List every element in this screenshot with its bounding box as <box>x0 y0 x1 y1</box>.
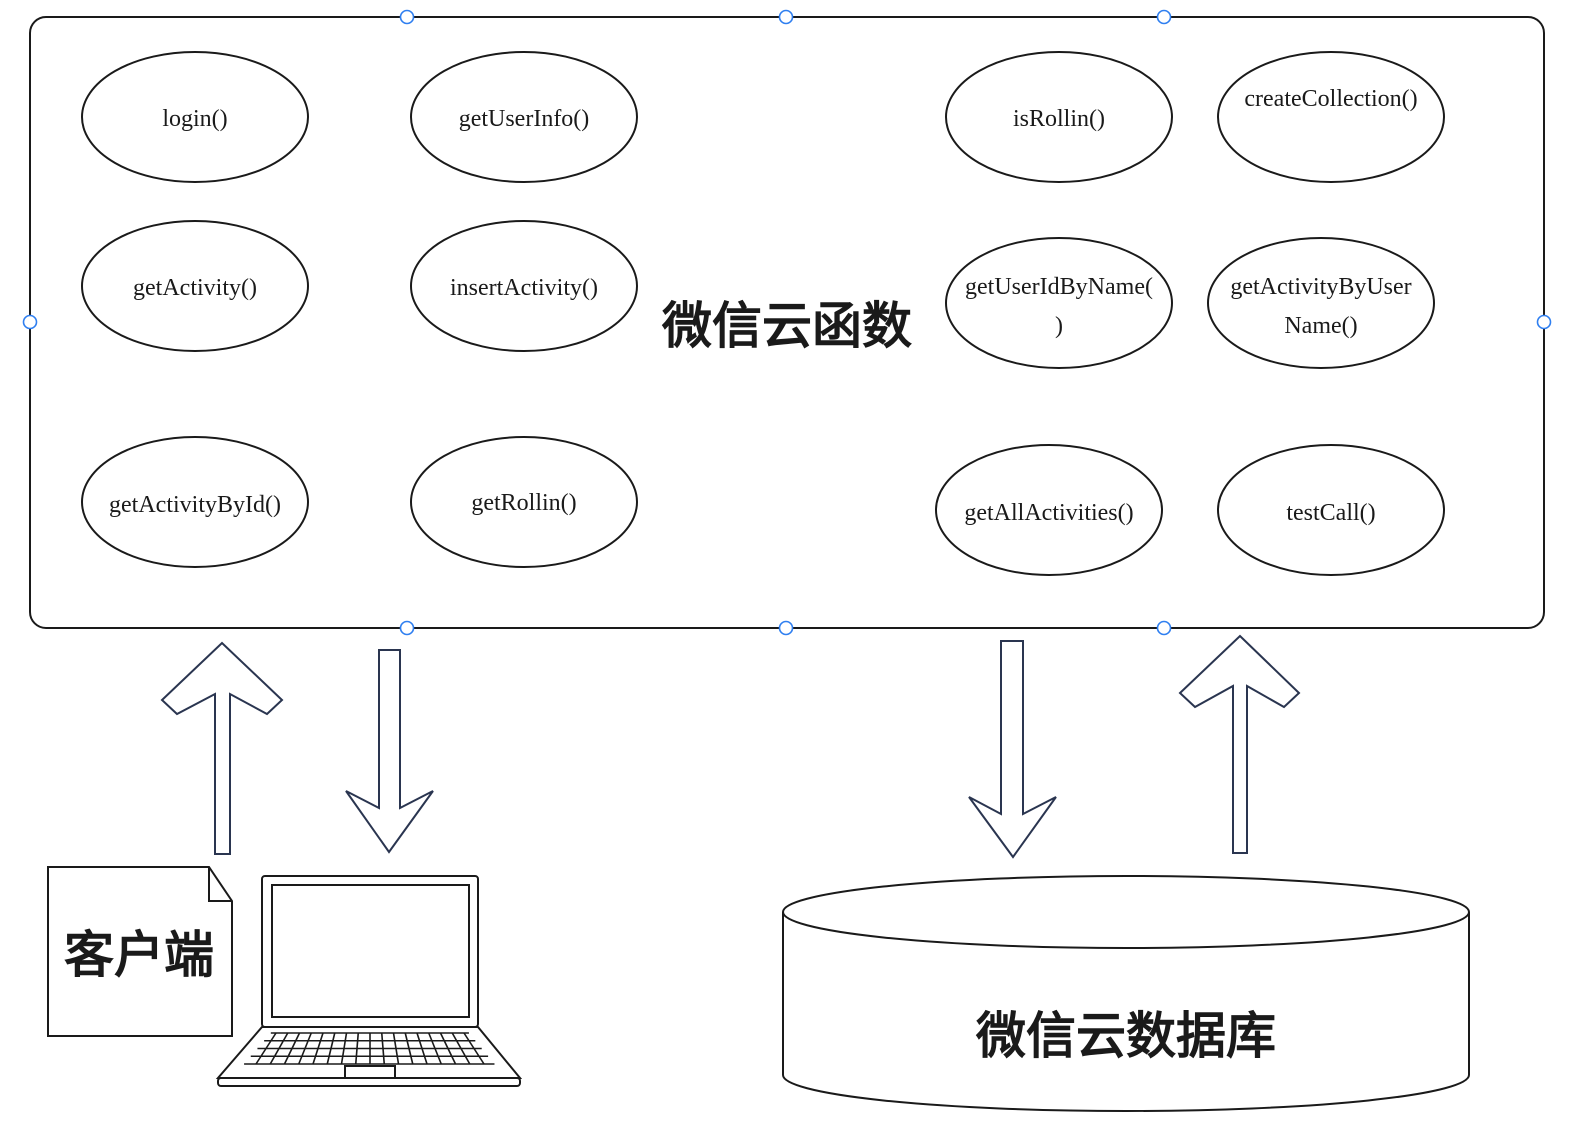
selection-handle[interactable] <box>1156 620 1172 636</box>
database-label: 微信云数据库 <box>975 1007 1276 1065</box>
functions-to-database-arrow[interactable] <box>968 640 1057 859</box>
function-node[interactable]: isRollin() <box>945 51 1173 183</box>
database-to-functions-arrow[interactable] <box>1178 634 1301 854</box>
client-to-functions-arrow[interactable] <box>160 641 284 855</box>
function-label: Name() <box>1284 313 1357 339</box>
function-label: getActivityById() <box>109 492 281 518</box>
function-label: getActivity() <box>133 275 257 301</box>
function-node[interactable]: getActivityByUser Name() <box>1207 237 1435 369</box>
selection-handle[interactable] <box>399 620 415 636</box>
function-node[interactable]: getUserInfo() <box>410 51 638 183</box>
function-node[interactable]: login() <box>81 51 309 183</box>
laptop-icon <box>215 875 523 1087</box>
function-node[interactable]: testCall() <box>1217 444 1445 576</box>
client-label: 客户端 <box>64 926 214 984</box>
selection-handle[interactable] <box>1536 314 1552 330</box>
function-label: insertActivity() <box>450 275 598 301</box>
function-label: getRollin() <box>471 490 576 516</box>
selection-handle[interactable] <box>778 620 794 636</box>
selection-handle[interactable] <box>22 314 38 330</box>
selection-handle[interactable] <box>778 9 794 25</box>
function-node[interactable]: createCollection() <box>1217 51 1445 183</box>
selection-handle[interactable] <box>399 9 415 25</box>
function-label: getUserInfo() <box>459 106 590 132</box>
function-node[interactable]: getActivity() <box>81 220 309 352</box>
function-node[interactable]: getRollin() <box>410 436 638 568</box>
function-node[interactable]: getActivityById() <box>81 436 309 568</box>
function-node[interactable]: getAllActivities() <box>935 444 1163 576</box>
selection-handle[interactable] <box>1156 9 1172 25</box>
client-document-shape[interactable] <box>47 866 233 1037</box>
function-label: getUserIdByName( <box>965 274 1153 300</box>
function-node[interactable]: getUserIdByName( ) <box>945 237 1173 369</box>
function-label: testCall() <box>1286 500 1375 526</box>
database-cylinder[interactable] <box>782 875 1470 1112</box>
function-label: ) <box>1055 313 1063 339</box>
selection-handles[interactable] <box>22 9 1552 636</box>
function-label: login() <box>162 106 227 132</box>
functions-to-client-arrow[interactable] <box>345 649 434 854</box>
function-label: createCollection() <box>1244 86 1417 112</box>
function-label: isRollin() <box>1013 106 1105 132</box>
function-node[interactable]: insertActivity() <box>410 220 638 352</box>
function-ellipses: login() getUserInfo() isRollin() createC… <box>81 51 1445 576</box>
cloud-functions-title: 微信云函数 <box>661 297 912 355</box>
function-label: getActivityByUser <box>1230 274 1411 300</box>
function-label: getAllActivities() <box>964 500 1133 526</box>
